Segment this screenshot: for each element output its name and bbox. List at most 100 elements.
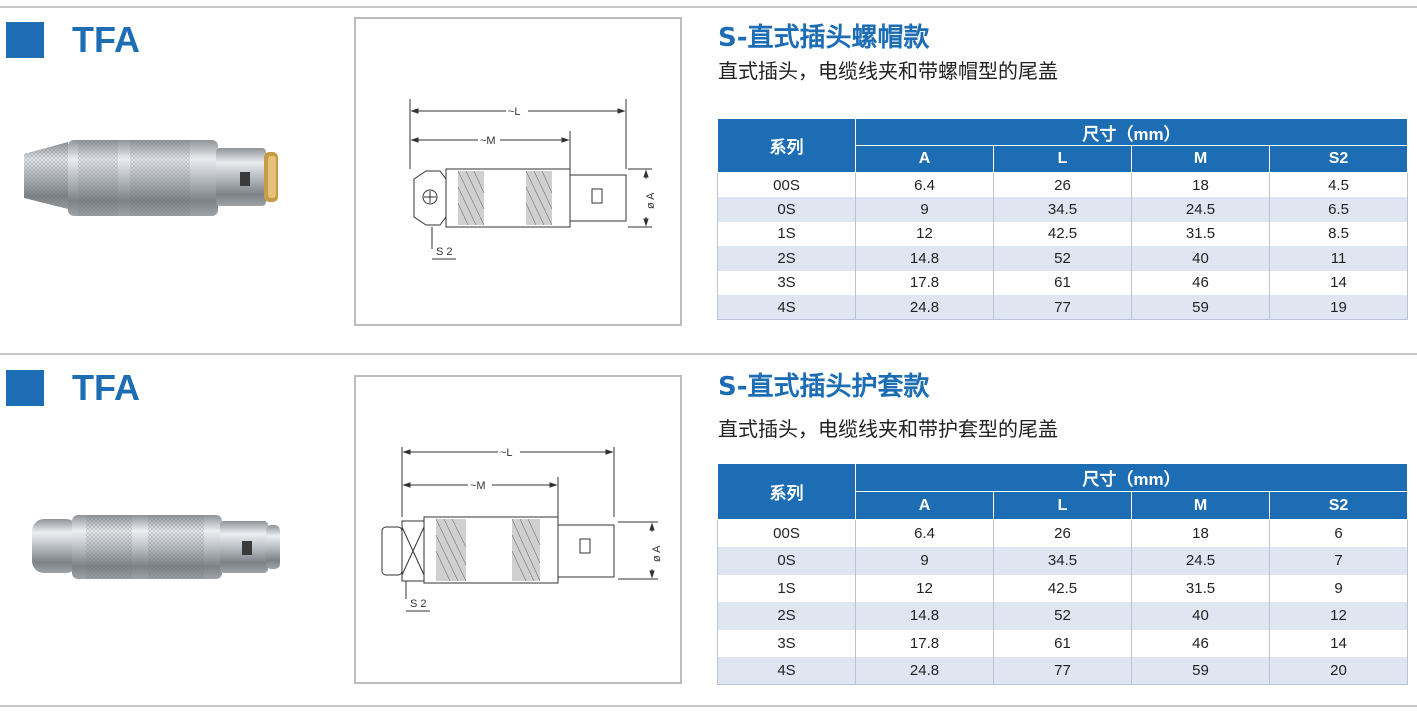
cell-series: 4S bbox=[717, 295, 856, 320]
section-divider bbox=[0, 353, 1417, 355]
cell-s2: 4.5 bbox=[1268, 172, 1409, 197]
cell-series: 0S bbox=[717, 547, 856, 575]
table-row: 1S 12 42.5 31.5 9 bbox=[717, 574, 1409, 602]
cell-a: 6.4 bbox=[855, 519, 994, 547]
table-row: 2S 14.8 52 40 11 bbox=[717, 246, 1409, 271]
model-name: TFA bbox=[72, 367, 140, 408]
cell-m: 59 bbox=[1131, 657, 1270, 685]
cell-s2: 6 bbox=[1268, 519, 1409, 547]
cell-s2: 14 bbox=[1268, 270, 1409, 295]
column-header-m: M bbox=[1131, 145, 1270, 173]
cell-l: 34.5 bbox=[993, 547, 1132, 575]
cell-a: 9 bbox=[855, 547, 994, 575]
section-badge bbox=[6, 370, 44, 406]
cell-a: 12 bbox=[855, 221, 994, 246]
column-header-s2: S2 bbox=[1268, 145, 1409, 173]
column-header-a: A bbox=[855, 145, 994, 173]
dimension-group-header: 尺寸（mm） bbox=[854, 118, 1409, 146]
cell-s2: 20 bbox=[1268, 657, 1409, 685]
product-section-sleeve: TFA bbox=[0, 347, 1417, 707]
cell-s2: 14 bbox=[1268, 629, 1409, 657]
cell-series: 0S bbox=[717, 197, 856, 222]
cell-s2: 6.5 bbox=[1268, 197, 1409, 222]
bottom-divider bbox=[0, 705, 1417, 707]
table-row: 4S 24.8 77 59 19 bbox=[717, 295, 1409, 320]
cell-s2: 7 bbox=[1268, 547, 1409, 575]
product-section-nut: TFA bbox=[0, 0, 1417, 350]
dim-label-a: ø A bbox=[651, 545, 663, 562]
cell-a: 6.4 bbox=[855, 172, 994, 197]
table-row: 00S 6.4 26 18 6 bbox=[717, 519, 1409, 547]
table-row: 3S 17.8 61 46 14 bbox=[717, 629, 1409, 657]
table-row: 00S 6.4 26 18 4.5 bbox=[717, 172, 1409, 197]
table-row: 0S 9 34.5 24.5 7 bbox=[717, 547, 1409, 575]
cell-s2: 9 bbox=[1268, 574, 1409, 602]
cell-m: 59 bbox=[1131, 295, 1270, 320]
table-row: 0S 9 34.5 24.5 6.5 bbox=[717, 197, 1409, 222]
cell-s2: 19 bbox=[1268, 295, 1409, 320]
cell-l: 77 bbox=[993, 295, 1132, 320]
cell-m: 18 bbox=[1131, 172, 1270, 197]
top-divider bbox=[0, 6, 1417, 8]
dimension-group-header: 尺寸（mm） bbox=[854, 463, 1409, 492]
dim-label-m: ~M bbox=[480, 135, 496, 147]
section-badge bbox=[6, 22, 44, 58]
cell-series: 1S bbox=[717, 221, 856, 246]
cell-a: 17.8 bbox=[855, 629, 994, 657]
column-header-m: M bbox=[1131, 491, 1270, 520]
section-subtitle: 直式插头，电缆线夹和带护套型的尾盖 bbox=[718, 417, 1058, 441]
cell-a: 9 bbox=[855, 197, 994, 222]
dim-label-l: ~L bbox=[508, 106, 521, 118]
cell-a: 14.8 bbox=[855, 602, 994, 630]
cell-l: 26 bbox=[993, 172, 1132, 197]
table-row: 2S 14.8 52 40 12 bbox=[717, 602, 1409, 630]
cell-series: 3S bbox=[717, 270, 856, 295]
cell-l: 26 bbox=[993, 519, 1132, 547]
cell-series: 4S bbox=[717, 657, 856, 685]
cell-l: 42.5 bbox=[993, 574, 1132, 602]
table-row: 1S 12 42.5 31.5 8.5 bbox=[717, 221, 1409, 246]
connector-photo-nut bbox=[24, 140, 278, 216]
technical-drawing-sleeve: ~L ~M ø A S 2 bbox=[354, 375, 682, 684]
cell-l: 34.5 bbox=[993, 197, 1132, 222]
cell-series: 1S bbox=[717, 574, 856, 602]
cell-series: 2S bbox=[717, 602, 856, 630]
column-header-a: A bbox=[855, 491, 994, 520]
cell-series: 2S bbox=[717, 246, 856, 271]
table-row: 3S 17.8 61 46 14 bbox=[717, 270, 1409, 295]
cell-l: 77 bbox=[993, 657, 1132, 685]
cell-l: 61 bbox=[993, 270, 1132, 295]
table-row: 4S 24.8 77 59 20 bbox=[717, 657, 1409, 685]
dim-label-l: ~L bbox=[500, 447, 513, 459]
cell-l: 52 bbox=[993, 246, 1132, 271]
cell-series: 00S bbox=[717, 519, 856, 547]
cell-series: 3S bbox=[717, 629, 856, 657]
column-header-l: L bbox=[993, 145, 1132, 173]
column-header-l: L bbox=[993, 491, 1132, 520]
cell-a: 24.8 bbox=[855, 295, 994, 320]
cell-m: 18 bbox=[1131, 519, 1270, 547]
cell-m: 46 bbox=[1131, 270, 1270, 295]
section-title: S-直式插头护套款 bbox=[718, 372, 930, 402]
cell-m: 24.5 bbox=[1131, 547, 1270, 575]
series-header: 系列 bbox=[717, 118, 856, 173]
dimension-table: 系列 尺寸（mm） A L M S2 00S 6.4 26 18 6 0S 9 … bbox=[717, 463, 1409, 685]
cell-s2: 12 bbox=[1268, 602, 1409, 630]
cell-m: 31.5 bbox=[1131, 574, 1270, 602]
cell-a: 12 bbox=[855, 574, 994, 602]
cell-l: 42.5 bbox=[993, 221, 1132, 246]
section-title: S-直式插头螺帽款 bbox=[718, 23, 930, 53]
dim-label-a: ø A bbox=[645, 192, 657, 209]
cell-m: 40 bbox=[1131, 602, 1270, 630]
cell-l: 52 bbox=[993, 602, 1132, 630]
cell-m: 31.5 bbox=[1131, 221, 1270, 246]
cell-m: 46 bbox=[1131, 629, 1270, 657]
dim-label-m: ~M bbox=[470, 480, 486, 492]
cell-s2: 11 bbox=[1268, 246, 1409, 271]
dimension-table: 系列 尺寸（mm） A L M S2 00S 6.4 26 18 4.5 0S … bbox=[717, 118, 1409, 320]
model-name: TFA bbox=[72, 19, 140, 60]
cell-a: 24.8 bbox=[855, 657, 994, 685]
connector-photo-sleeve bbox=[32, 515, 280, 579]
cell-series: 00S bbox=[717, 172, 856, 197]
cell-l: 61 bbox=[993, 629, 1132, 657]
